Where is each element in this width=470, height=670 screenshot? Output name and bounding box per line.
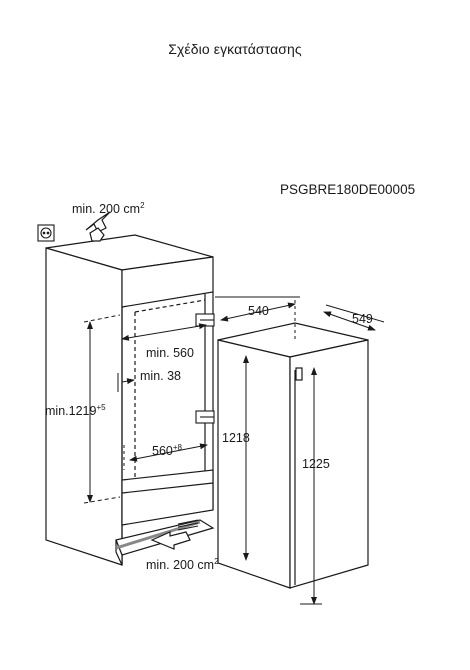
dimension-lines [83, 296, 385, 605]
airflow-in-arrow-icon [150, 531, 191, 550]
kitchen-cabinet [45, 234, 215, 566]
min-gap-label: min. 38 [140, 369, 181, 383]
min-depth-label: min. 560 [146, 346, 194, 360]
model-code: PSGBRE180DE00005 [280, 182, 416, 197]
refrigerator-appliance [217, 322, 369, 589]
niche-width-label: 560+8 [152, 443, 183, 458]
appliance-depth-label: 549 [352, 312, 373, 326]
door-hinge-icon [195, 313, 215, 424]
airflow-up-arrow-icon [85, 211, 111, 242]
vent-top-label: min. 200 cm2 [72, 201, 145, 216]
bottom-vent-grille [177, 519, 199, 531]
appliance-width-label: 540 [248, 304, 269, 318]
vent-bottom-label: min. 200 cm2 [146, 557, 219, 572]
diagram-title: Σχέδιο εγκατάστασης [168, 41, 302, 57]
door-height-label: 1225 [302, 457, 330, 471]
socket-icon [37, 224, 55, 242]
niche-height-label: min.1219+5 [45, 403, 106, 418]
appliance-height-label: 1218 [222, 431, 250, 445]
